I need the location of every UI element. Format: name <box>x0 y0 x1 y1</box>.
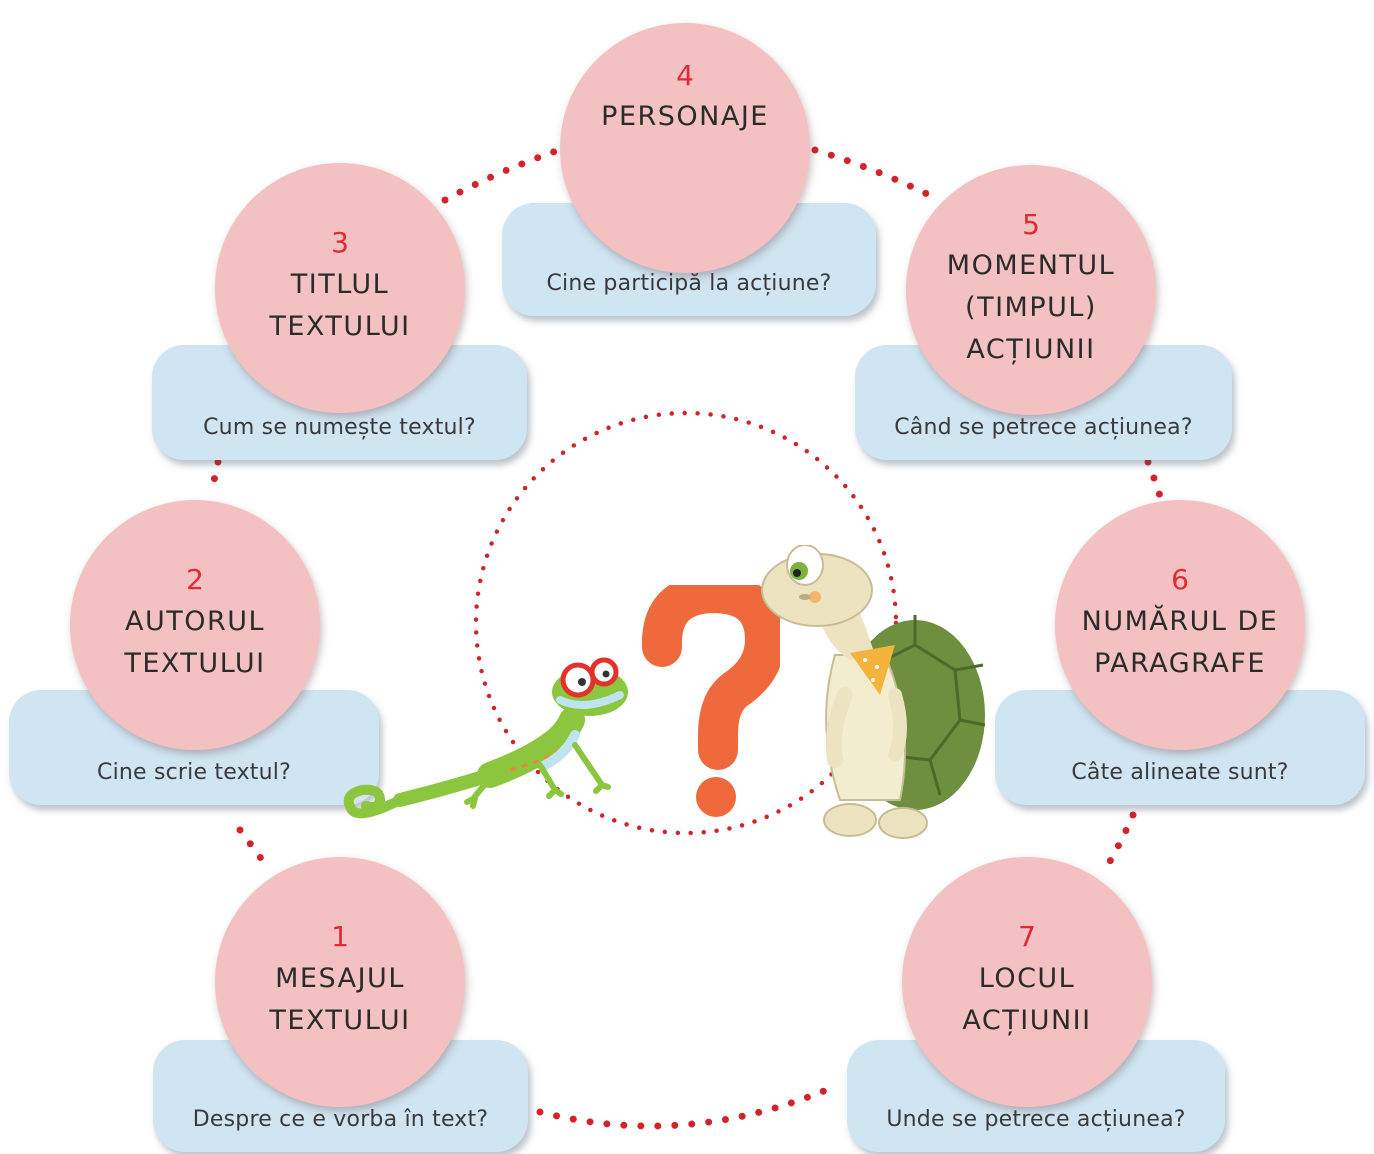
topic-circle-2: 2 AUTORUL TEXTULUI <box>70 500 320 750</box>
step-title-7: LOCUL ACȚIUNII <box>962 962 1092 1036</box>
question-text-1: Despre ce e vorba în text? <box>192 1107 489 1132</box>
step-number-6: 6 <box>1171 563 1189 597</box>
connector-3-4 <box>441 144 569 204</box>
topic-circle-1: 1 MESAJUL TEXTULUI <box>215 857 465 1107</box>
step-number-3: 3 <box>331 226 349 260</box>
step-number-7: 7 <box>1018 920 1036 954</box>
connector-2-3 <box>208 458 222 499</box>
step-title-4: PERSONAJE <box>601 101 769 133</box>
center-dotted-circle <box>473 410 899 836</box>
step-title-5: MOMENTUL (TIMPUL) ACȚIUNII <box>946 249 1116 365</box>
step-number-4: 4 <box>676 59 694 92</box>
step-number-5: 5 <box>1022 207 1040 241</box>
question-text-3: Cum se numește textul? <box>203 415 476 440</box>
step-title-3: TITLUL TEXTULUI <box>269 268 411 342</box>
connector-1-2 <box>236 826 272 872</box>
turtle-illustration <box>761 545 986 839</box>
question-text-6: Câte alineate sunt? <box>1071 760 1289 785</box>
topic-circle-3: 3 TITLUL TEXTULUI <box>215 163 465 413</box>
lizard-illustration <box>343 657 628 819</box>
question-text-5: Când se petrece acțiunea? <box>894 415 1193 440</box>
topic-circle-7: 7 LOCUL ACȚIUNII <box>902 857 1152 1107</box>
connector-5-6 <box>1144 458 1164 500</box>
question-text-4: Cine participă la acțiune? <box>546 271 832 296</box>
step-number-1: 1 <box>331 920 349 954</box>
topic-circle-4: 4 PERSONAJE <box>560 23 810 273</box>
question-text-7: Unde se petrece acțiunea? <box>886 1107 1186 1132</box>
connector-6-7 <box>1098 811 1137 879</box>
question-mark-illustration <box>641 585 780 817</box>
question-text-2: Cine scrie textul? <box>97 760 291 785</box>
topic-circle-6: 6 NUMĂRUL DE PARAGRAFE <box>1055 500 1305 750</box>
step-title-6: NUMĂRUL DE PARAGRAFE <box>1081 605 1279 679</box>
step-title-1: MESAJUL TEXTULUI <box>269 962 411 1036</box>
topic-circle-5: 5 MOMENTUL (TIMPUL) ACȚIUNII <box>906 165 1156 415</box>
step-number-2: 2 <box>186 563 204 597</box>
connector-7-1 <box>536 1081 842 1130</box>
connector-4-5 <box>811 146 939 202</box>
step-title-2: AUTORUL TEXTULUI <box>124 605 266 679</box>
